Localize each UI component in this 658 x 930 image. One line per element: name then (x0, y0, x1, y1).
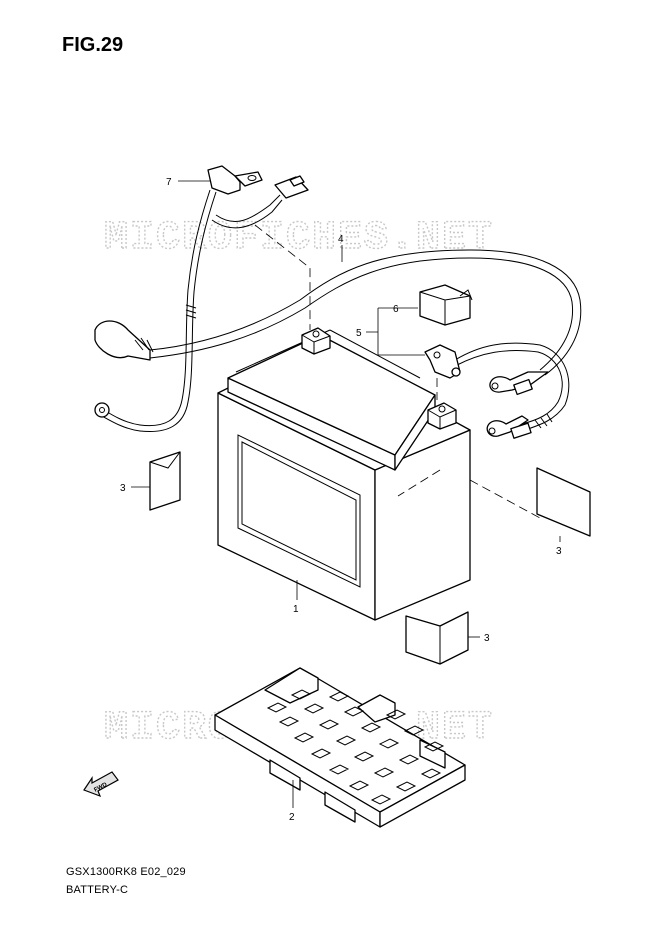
align-line-pad-right (469, 479, 541, 519)
terminal-5 (424, 344, 461, 379)
align-line-battery (397, 469, 441, 497)
callout-3-right: 3 (556, 546, 562, 557)
pad-3-bottom (405, 611, 469, 665)
callout-1: 1 (293, 604, 299, 615)
negative-lead (454, 342, 570, 439)
footer-model-code: GSX1300RK8 E02_029 (66, 866, 186, 878)
callout-5: 5 (356, 328, 362, 339)
callout-3-left: 3 (120, 483, 126, 494)
pad-3-left (149, 451, 181, 511)
callouts: 7 4 6 5 3 3 3 1 2 (120, 177, 562, 823)
callout-4: 4 (338, 234, 344, 245)
figure-title: FIG.29 (62, 34, 124, 56)
callout-6: 6 (393, 304, 399, 315)
battery-cable-4 (94, 249, 582, 396)
battery-tray-2 (214, 667, 466, 828)
watermark-top: MICROFICHES.NET (104, 216, 494, 261)
battery-1 (217, 327, 471, 621)
tray-holes (266, 689, 445, 805)
terminal-cover-6 (419, 284, 473, 326)
pad-3-right (536, 467, 591, 537)
callout-7: 7 (166, 177, 172, 188)
callout-2: 2 (289, 812, 295, 823)
callout-3-bottom: 3 (484, 633, 490, 644)
footer-section: BATTERY-C (66, 884, 129, 896)
fwd-direction-marker: FWD (83, 771, 119, 798)
harness-7 (94, 165, 309, 433)
